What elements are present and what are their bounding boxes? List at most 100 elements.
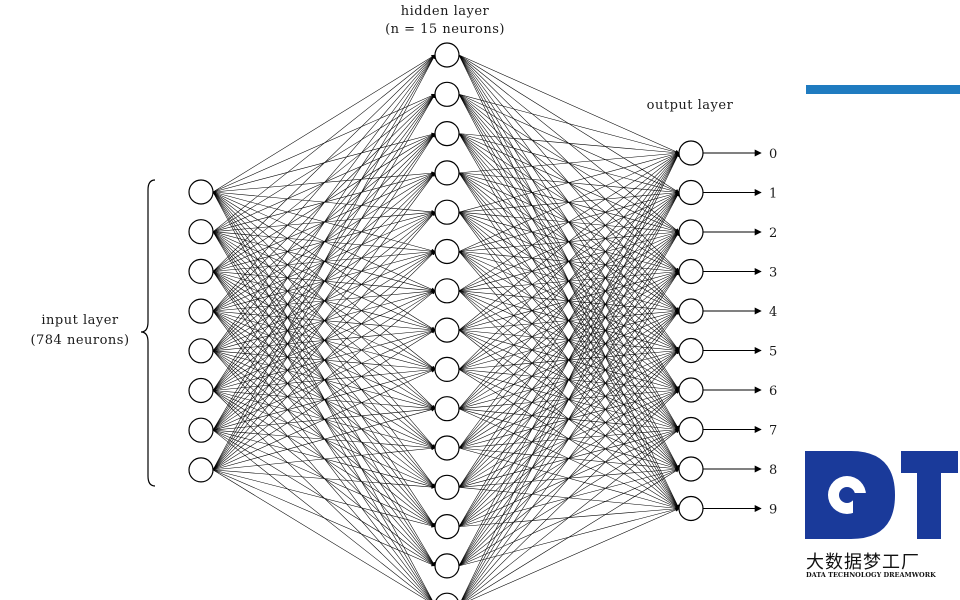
- output-layer-title: output layer: [646, 98, 734, 113]
- input-hidden-connection: [212, 469, 436, 567]
- input-layer-subtitle: (784 neurons): [30, 333, 130, 348]
- hidden-output-connection: [458, 152, 680, 527]
- output-label-1: 1: [769, 187, 777, 202]
- hidden-output-connection: [458, 152, 680, 488]
- hidden-neuron: [434, 278, 460, 304]
- hidden-output-connection: [461, 231, 680, 600]
- hidden-output-connection: [463, 350, 680, 600]
- accent-bar: [806, 85, 960, 94]
- hidden-output-connection: [461, 152, 680, 600]
- hidden-output-connection: [458, 152, 680, 449]
- hidden-output-connection: [470, 508, 680, 600]
- logo-english-text: DATA TECHNOLOGY DREAMWORK: [806, 571, 936, 579]
- output-neuron: [678, 140, 704, 166]
- hidden-output-connection: [458, 152, 680, 370]
- input-neuron: [188, 417, 214, 443]
- output-label-3: 3: [769, 266, 777, 281]
- hidden-output-connection: [458, 152, 680, 292]
- output-neuron: [678, 377, 704, 403]
- hidden-layer-title: hidden layer: [400, 4, 490, 19]
- input-hidden-connection: [212, 191, 433, 600]
- hidden-output-connection: [458, 152, 680, 331]
- input-hidden-connection: [212, 407, 436, 471]
- hidden-neuron: [434, 356, 460, 382]
- output-neuron: [678, 416, 704, 443]
- input-hidden-connection: [212, 54, 436, 391]
- input-hidden-connection: [212, 54, 436, 351]
- input-hidden-connection: [212, 369, 436, 471]
- output-label-2: 2: [769, 226, 777, 241]
- hidden-neuron: [434, 435, 460, 461]
- connections: [212, 54, 680, 600]
- hidden-output-connection: [462, 271, 680, 600]
- hidden-layer-subtitle: (n = 15 neurons): [385, 22, 505, 37]
- input-hidden-connection: [212, 211, 436, 471]
- input-layer-title: input layer: [41, 313, 119, 328]
- input-hidden-connection: [212, 54, 436, 471]
- input-neuron: [188, 457, 214, 483]
- input-hidden-connection: [212, 54, 436, 312]
- output-neuron: [678, 179, 704, 206]
- hidden-output-connection: [458, 152, 680, 567]
- hidden-neuron: [434, 474, 460, 500]
- input-hidden-connection: [212, 93, 436, 471]
- output-neuron: [678, 219, 704, 245]
- input-hidden-connection: [212, 329, 436, 471]
- output-neuron: [678, 456, 704, 482]
- input-hidden-connection: [212, 54, 436, 272]
- hidden-neuron: [434, 121, 460, 147]
- hidden-output-connection: [463, 389, 680, 600]
- logo-chinese-text: 大数据梦工厂: [806, 552, 920, 573]
- input-neuron: [188, 338, 214, 364]
- output-neuron: [678, 298, 704, 324]
- input-hidden-connection: [212, 290, 436, 471]
- hidden-output-connection: [458, 133, 680, 155]
- hidden-output-connection: [458, 152, 680, 409]
- input-neuron: [188, 219, 214, 245]
- hidden-neuron: [435, 592, 459, 600]
- output-neuron: [678, 258, 704, 285]
- dt-logo-mark: [805, 451, 958, 539]
- output-neuron: [678, 337, 704, 364]
- output-neuron: [678, 495, 704, 522]
- hidden-output-connection: [458, 152, 680, 213]
- input-hidden-connection: [212, 54, 436, 431]
- hidden-output-connection: [458, 151, 680, 174]
- hidden-output-connection: [466, 468, 680, 600]
- neurons: [188, 42, 704, 600]
- input-hidden-connection: [212, 469, 427, 600]
- output-label-8: 8: [769, 463, 777, 478]
- input-hidden-connection: [212, 446, 436, 471]
- hidden-neuron: [434, 513, 460, 540]
- output-label-7: 7: [769, 424, 777, 439]
- input-hidden-connection: [212, 172, 436, 471]
- hidden-neuron: [434, 317, 460, 343]
- hidden-neuron: [434, 160, 460, 186]
- hidden-neuron: [434, 81, 460, 107]
- input-hidden-connection: [212, 133, 436, 471]
- input-neuron: [188, 298, 214, 324]
- hidden-neuron: [434, 238, 460, 265]
- output-label-4: 4: [769, 305, 777, 320]
- input-hidden-connection: [212, 469, 436, 489]
- hidden-output-connection: [462, 310, 680, 600]
- hidden-output-connection: [458, 94, 680, 154]
- input-hidden-connection: [212, 429, 429, 600]
- hidden-neuron: [434, 42, 460, 68]
- input-hidden-connection: [212, 54, 436, 232]
- input-hidden-connection: [212, 469, 436, 528]
- hidden-output-connection: [458, 152, 680, 252]
- hidden-output-connection: [458, 54, 680, 154]
- output-label-9: 9: [769, 503, 777, 518]
- input-hidden-connection: [212, 54, 436, 193]
- input-neuron: [188, 377, 214, 404]
- hidden-neuron: [434, 553, 460, 579]
- output-label-6: 6: [769, 384, 777, 399]
- input-neuron: [188, 258, 214, 284]
- output-label-5: 5: [769, 345, 777, 360]
- input-layer-brace: [140, 179, 156, 487]
- input-hidden-connection: [212, 390, 431, 600]
- input-hidden-connection: [212, 251, 436, 471]
